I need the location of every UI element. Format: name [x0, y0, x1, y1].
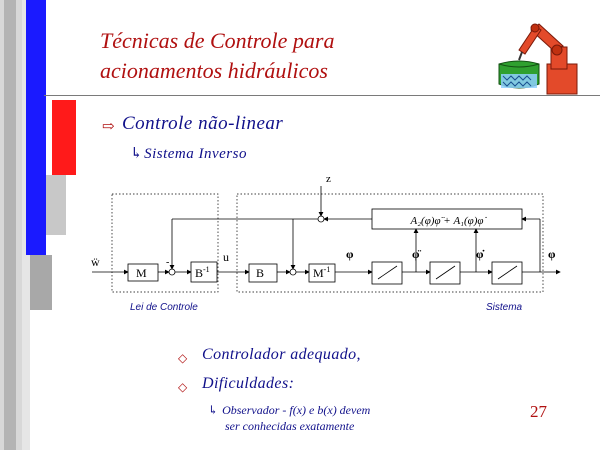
title-line-1: Técnicas de Controle para — [100, 28, 335, 53]
corner-arrow-icon: ↳ — [130, 146, 144, 162]
phi-dot-label: φ̇ — [476, 247, 484, 261]
bullet-controle-nao-linear: Controle não-linear — [122, 113, 284, 134]
control-block-diagram: ẅ M - B-1 u B M-1 φ⃛ φ̈ φ̇ φ A₂(φ)φ̈ + A… — [91, 173, 561, 313]
diamond-bullet-icon: ◇ — [178, 380, 188, 394]
page-number: 27 — [530, 402, 547, 421]
block-b-inverse-label: B-1 — [195, 265, 210, 280]
summing-junction-1 — [168, 268, 176, 276]
bullet-dificuldades: Dificuldades: — [202, 375, 295, 392]
summing-junction-2 — [289, 268, 297, 276]
block-m — [127, 263, 159, 282]
bullet-controlador-adequado: Controlador adequado, — [202, 346, 361, 363]
robot-arm-logo — [498, 23, 578, 95]
u-signal-label: u — [223, 250, 229, 264]
input-label: ẅ — [91, 255, 100, 269]
diamond-bullet-icon: ◇ — [178, 351, 188, 365]
system-group-box — [236, 193, 544, 293]
block-m-inverse — [308, 263, 336, 283]
block-m-label: M — [136, 266, 147, 280]
corner-arrow-icon: ↳ — [208, 403, 219, 417]
controller-group-label: Lei de Controle — [130, 302, 198, 313]
sub-bullet-observador-line2: ser conhecidas exatamente — [225, 419, 355, 433]
sub-bullet-observador: ↳Observador - f(x) e b(x) devem ser conh… — [208, 402, 370, 434]
slide-title: Técnicas de Controle para acionamentos h… — [100, 26, 334, 86]
sub-bullet-observador-line1: Observador - f(x) e b(x) devem — [222, 403, 371, 417]
phi-triple-dot-label: φ⃛ — [346, 247, 363, 261]
phi-label: φ — [548, 247, 556, 261]
summing-junction-3 — [317, 215, 325, 223]
system-group-label: Sistema — [486, 302, 523, 313]
hollow-arrow-bullet-icon: ⇨ — [102, 119, 115, 135]
title-divider — [44, 95, 600, 96]
minus-sign-1: - — [166, 257, 169, 268]
disturbance-z-label: z — [326, 173, 331, 185]
controller-group-box — [111, 193, 219, 293]
block-b — [248, 263, 278, 283]
red-bar — [52, 100, 76, 175]
blue-bar — [26, 0, 46, 255]
block-m-inverse-label: M-1 — [313, 265, 330, 280]
feedback-expression: A₂(φ)φ̈ + A₁(φ)φ̇ — [409, 215, 487, 227]
phi-double-dot-label: φ̈ — [412, 247, 421, 261]
decorative-left-bars — [0, 0, 76, 450]
sub-bullet-label: Sistema Inverso — [144, 146, 247, 162]
title-line-2: acionamentos hidráulicos — [100, 58, 328, 83]
sub-bullet-sistema-inverso: ↳Sistema Inverso — [130, 144, 247, 163]
block-b-label: B — [256, 266, 264, 280]
